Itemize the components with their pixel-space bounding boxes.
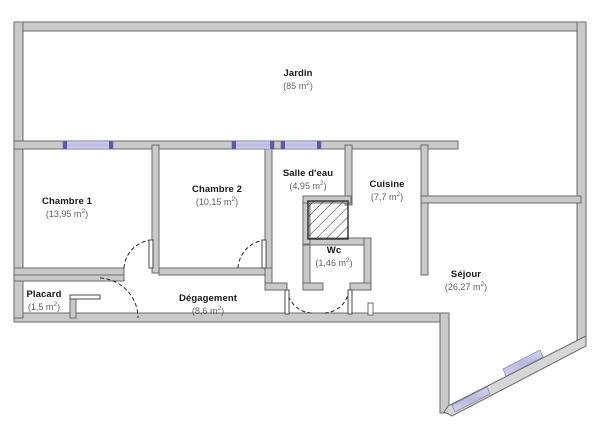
door-arc-chambre1	[123, 239, 153, 269]
window-chambre2-north	[231, 140, 275, 150]
shower-hatch-fixture	[307, 200, 349, 240]
door-leaf-placard	[69, 294, 101, 300]
windows-angled	[451, 349, 544, 413]
exterior-wall-north	[13, 21, 587, 32]
wall-wc-south-right	[349, 282, 372, 291]
door-leaf-wc	[347, 289, 353, 315]
door-leaf-chambre1	[148, 239, 154, 269]
wall-stub-south	[367, 302, 374, 316]
exterior-wall-east	[576, 21, 587, 341]
wall-wc-east	[363, 237, 372, 291]
wall-placard-north	[13, 274, 125, 282]
window-cap	[317, 141, 321, 149]
exterior-wall-south-left	[13, 312, 441, 323]
window-cap	[63, 141, 67, 149]
interior-walls	[13, 140, 582, 319]
door-arc-wc	[324, 289, 350, 314]
wall-chambre1-south	[13, 267, 125, 276]
wall-wc-south-left	[302, 282, 324, 291]
windows-north	[62, 140, 322, 150]
window-cap	[281, 141, 285, 149]
window-cap	[232, 141, 236, 149]
wall-chambre2-south	[158, 267, 273, 276]
window-salledeau-north	[280, 140, 322, 150]
window-cap	[109, 141, 113, 149]
door-leaf-chambre2	[261, 239, 267, 269]
wall-sejour-north	[420, 195, 582, 204]
door-arc-chambre2	[237, 239, 266, 269]
door-arc-placard	[99, 277, 139, 319]
door-swings	[99, 239, 350, 319]
door-leaf-salledeau	[284, 289, 290, 315]
window-sejour-angled-b	[502, 349, 544, 377]
wall-chambre1-east	[151, 144, 160, 274]
door-leaves	[148, 239, 353, 315]
wall-salledeau-south-left	[264, 282, 288, 291]
exterior-wall-sejour-west	[439, 312, 450, 414]
wall-wc-west	[302, 237, 311, 291]
fixtures	[307, 200, 349, 240]
window-cap	[270, 141, 274, 149]
window-chambre1-north	[62, 140, 114, 150]
exterior-walls	[13, 21, 587, 417]
window-sejour-angled-a	[451, 386, 491, 413]
door-arc-salledeau	[286, 289, 312, 314]
wall-cuisine-east	[420, 144, 429, 276]
